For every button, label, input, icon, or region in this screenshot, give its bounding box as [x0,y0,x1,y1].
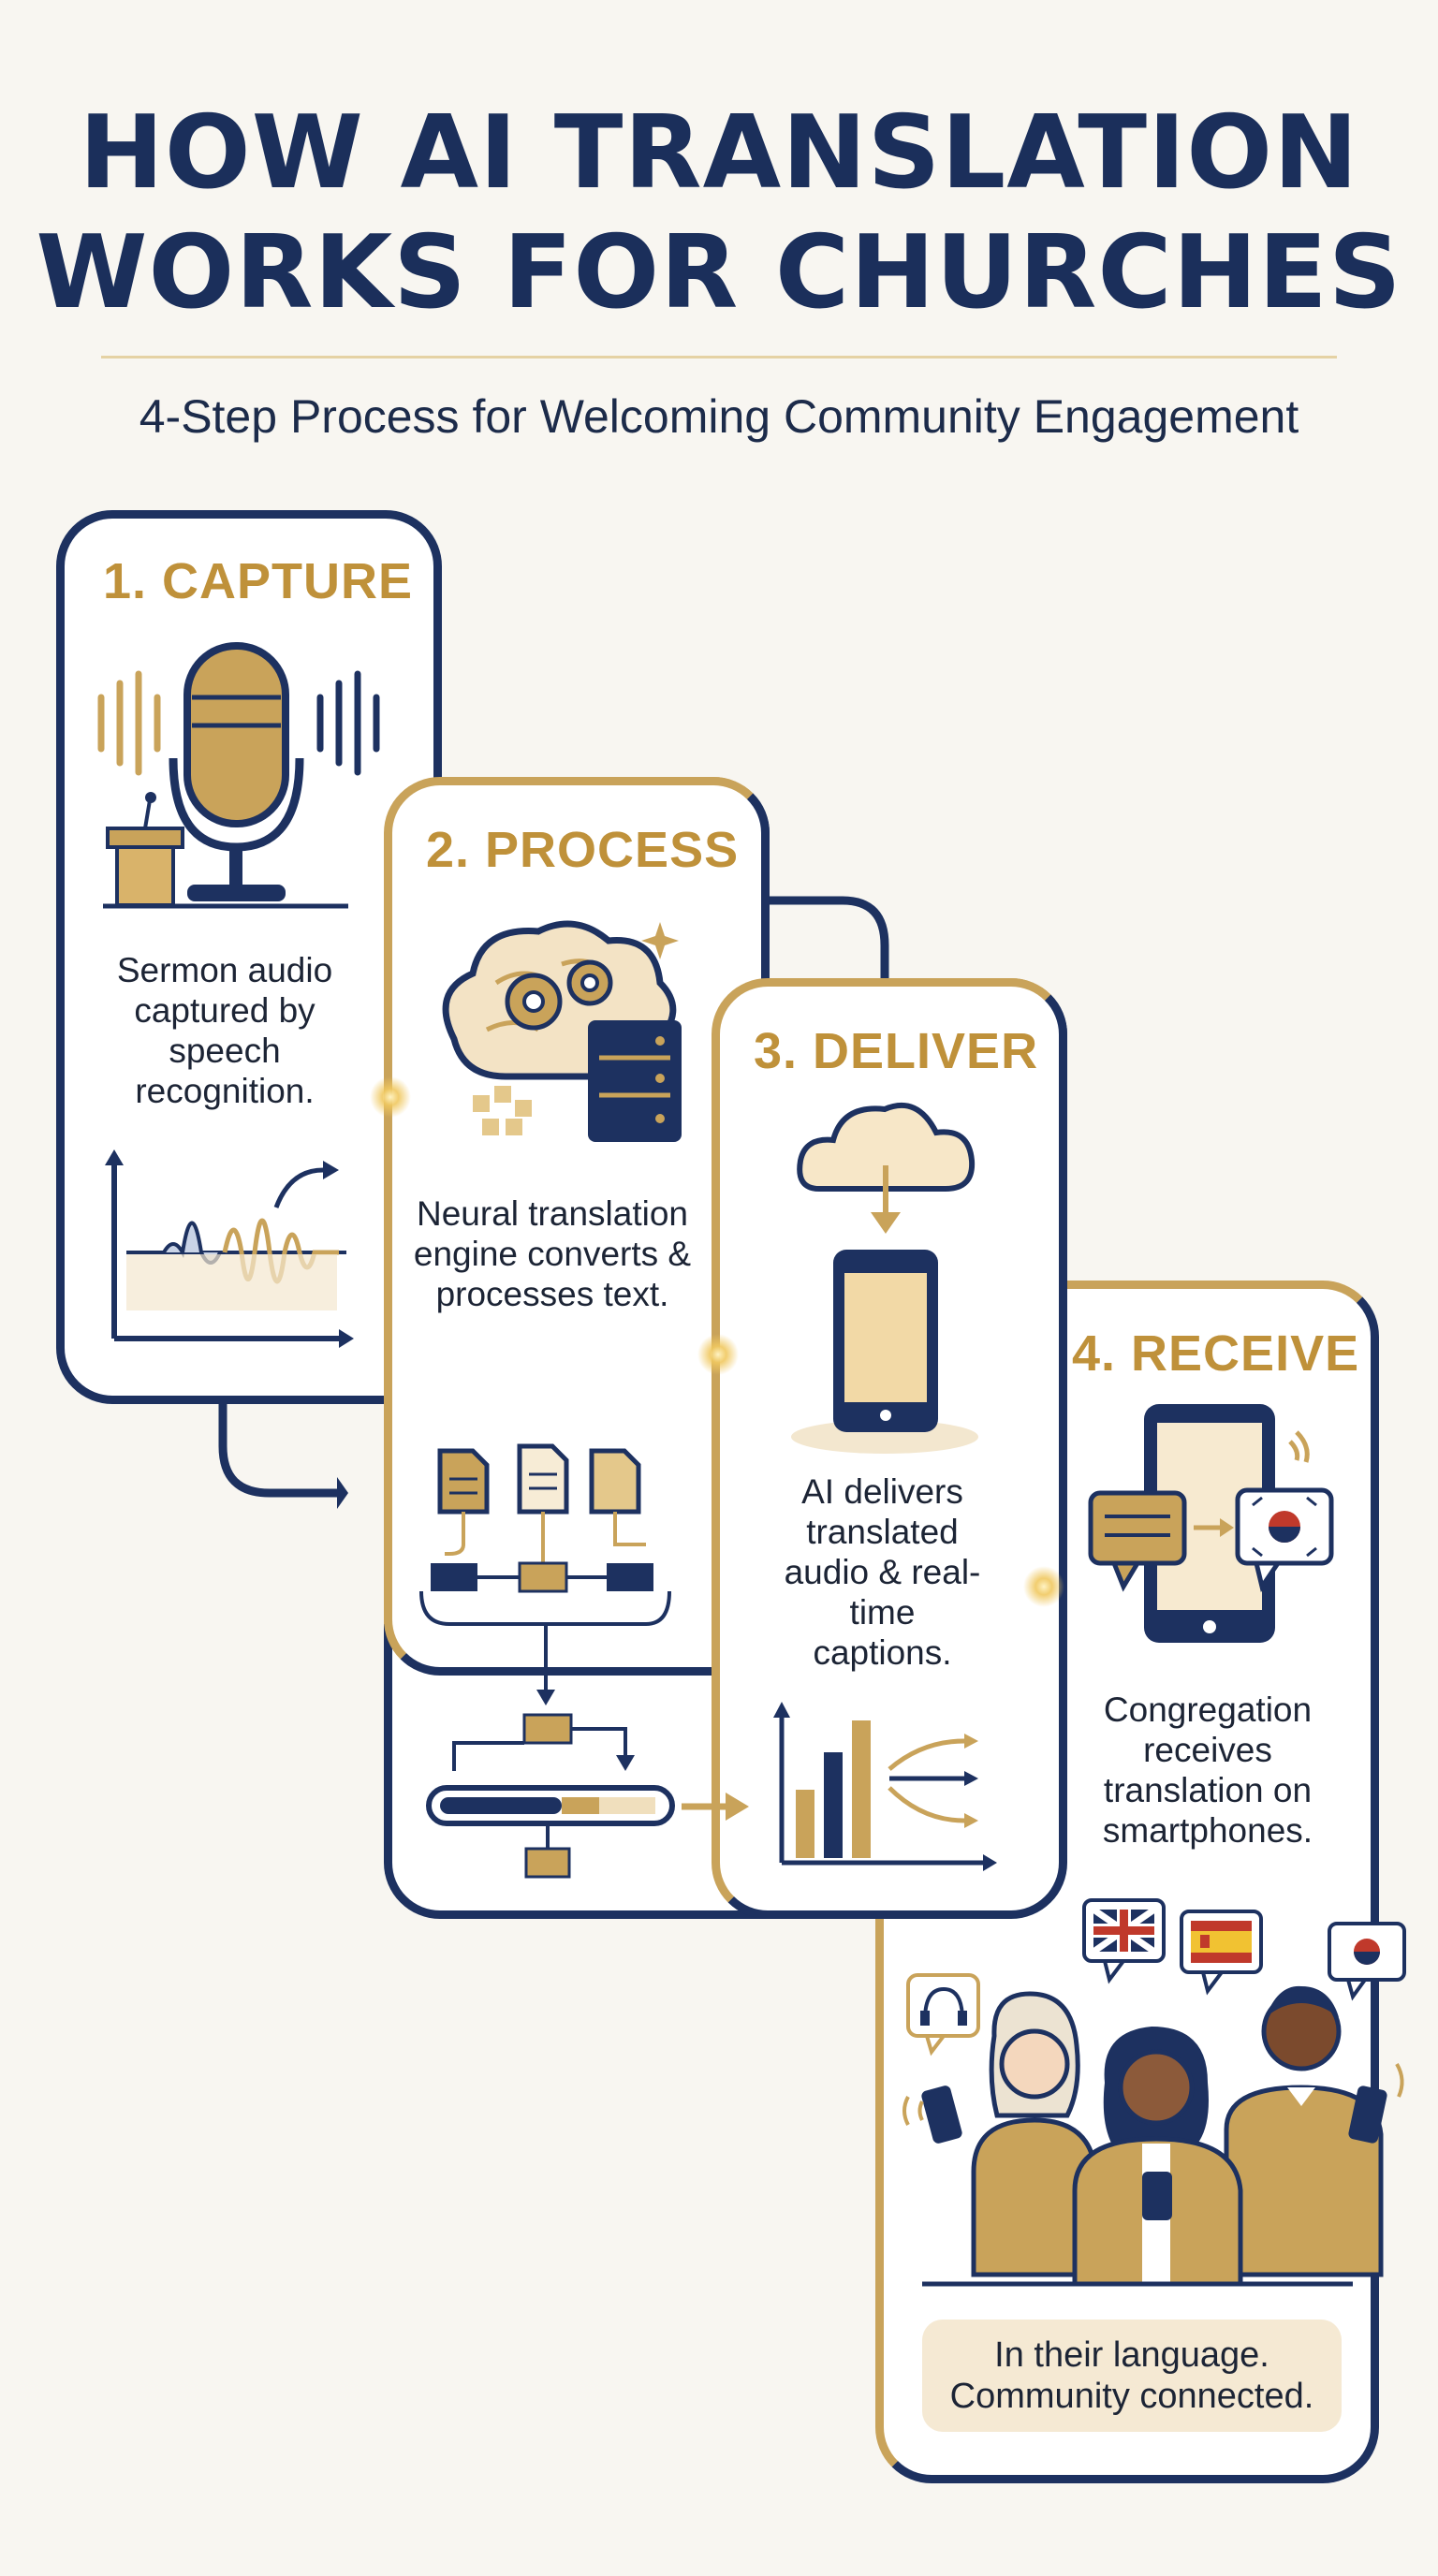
glow-dot-2 [697,1334,739,1375]
step-4-text: Congregation receives translation on sma… [1102,1690,1313,1850]
title-line-2: WORKS FOR CHURCHES [36,214,1402,331]
connector-1-2 [218,1395,337,1498]
bar-chart-icon [773,1702,997,1871]
step-3-text: AI delivers translated audio & real-time… [784,1472,981,1672]
footer-ribbon: In their language. Community connected. [922,2320,1342,2432]
flowchart-icon [419,1512,671,1771]
connector-2-3 [768,896,889,992]
step-2-text: Neural translation engine converts & pro… [413,1194,692,1313]
title-divider [101,356,1337,359]
arrows-icon [888,1734,978,1828]
cloud-icon [797,1103,976,1234]
chat-bubble-icon [1088,1490,1234,1592]
step-4-title: 4. RECEIVE [1072,1325,1360,1382]
spanish-flag-icon [1180,1910,1263,1996]
smartphone-icon [791,1250,978,1454]
people-icon [902,1985,1404,2287]
glow-dot-3 [1023,1566,1064,1607]
sound-wave-icon [97,670,161,776]
step-1-title: 1. CAPTURE [103,553,414,609]
arrow-head-icon [337,1477,348,1509]
progress-bar-icon [426,1785,749,1879]
waveform-chart-icon [105,1149,354,1348]
headphones-icon [906,1973,980,2056]
ribbon-line-2: Community connected. [949,2377,1314,2416]
ribbon-line-1: In their language. [994,2335,1269,2375]
step-2-title: 2. PROCESS [426,822,740,878]
korean-flag-icon [1235,1487,1334,1593]
glow-dot-1 [370,1076,411,1118]
pixel-icon [473,1086,532,1135]
korean-flag-icon [1328,1922,1406,2001]
server-icon [588,1020,682,1142]
step-1-text: Sermon audio captured by speech recognit… [116,951,333,1110]
title-line-1: HOW AI TRANSLATION [79,95,1359,212]
microphone-icon [169,642,304,901]
sound-wave-icon [316,670,380,776]
subtitle: 4-Step Process for Welcoming Community E… [139,390,1299,443]
page-title: HOW AI TRANSLATION WORKS FOR CHURCHES [0,94,1438,333]
step-3-title: 3. DELIVER [754,1023,1039,1079]
uk-flag-icon [1082,1898,1166,1984]
document-icon [437,1443,641,1515]
podium-icon [106,792,184,907]
